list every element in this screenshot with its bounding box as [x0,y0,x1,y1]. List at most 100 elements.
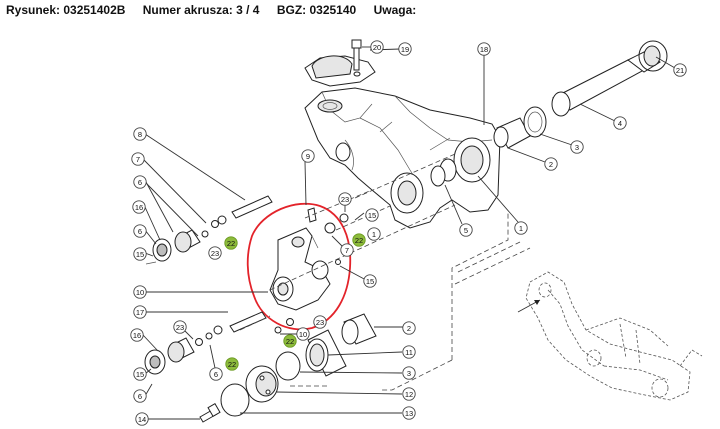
upper-pin [211,195,273,228]
callout-label: 4 [618,119,622,128]
callout-22: 22 [352,233,366,247]
callout-18: 18 [477,42,491,56]
callout-label: 21 [676,66,684,75]
callout-1: 1 [367,227,381,241]
callout-label: 11 [405,348,413,357]
callout-label: 3 [575,143,579,152]
callout-6: 6 [133,175,147,189]
callout-14: 14 [135,412,149,426]
callout-label: 6 [138,227,142,236]
callout-label: 8 [138,130,142,139]
callout-9: 9 [301,149,315,163]
lower-bushings [275,313,377,381]
callout-13: 13 [402,406,416,420]
assembly-lines [239,153,531,391]
callout-label: 15 [366,277,374,286]
callout-label: 15 [368,211,376,220]
callout-label: 22 [228,360,236,369]
lower-pin [213,311,294,335]
callout-label: 20 [373,43,381,52]
callout-label: 7 [136,155,140,164]
callout-15: 15 [365,208,379,222]
callout-label: 12 [405,390,413,399]
callout-5: 5 [459,223,473,237]
callout-label: 6 [138,178,142,187]
callout-label: 10 [136,288,144,297]
callout-label: 10 [299,330,307,339]
note-label: Uwaga: [373,3,417,17]
callout-label: 14 [138,415,146,424]
callout-label: 23 [176,323,184,332]
callout-label: 22 [227,239,235,248]
shaft [551,40,668,117]
callout-19: 19 [398,42,412,56]
callout-label: 22 [355,236,363,245]
callout-10: 10 [296,327,310,341]
callout-15: 15 [133,367,147,381]
lower-nut-stack [144,332,213,375]
end-cover [199,365,279,423]
callout-23: 23 [338,192,352,206]
callout-label: 23 [211,249,219,258]
callout-10: 10 [133,285,147,299]
callout-6: 6 [133,389,147,403]
callout-label: 1 [519,224,523,233]
upper-nut-stack [145,229,209,265]
callout-label: 7 [345,246,349,255]
cap-bolt [351,39,362,71]
callout-label: 17 [136,308,144,317]
callout-22: 22 [224,236,238,250]
callout-23: 23 [208,246,222,260]
callout-2: 2 [402,321,416,335]
callout-label: 23 [341,195,349,204]
drawing-header: Rysunek: 03251402B Numer akrusza: 3 / 4 … [6,3,430,17]
callout-16: 16 [132,200,146,214]
callout-23: 23 [173,320,187,334]
callout-label: 16 [133,331,141,340]
callout-21: 21 [673,63,687,77]
callout-15: 15 [363,274,377,288]
small-pins [324,213,349,265]
callout-7: 7 [340,243,354,257]
upper-bushings [430,106,547,187]
callout-22: 22 [283,334,297,348]
callout-label: 22 [286,337,294,346]
callout-label: 16 [135,203,143,212]
callout-label: 6 [214,370,218,379]
swing-lever [269,207,331,311]
callout-15: 15 [133,247,147,261]
callout-label: 18 [480,45,488,54]
callout-16: 16 [130,328,144,342]
callout-1: 1 [514,221,528,235]
main-housing [304,87,501,229]
callout-8: 8 [133,127,147,141]
callout-7: 7 [131,152,145,166]
callout-label: 9 [306,152,310,161]
callout-label: 2 [407,324,411,333]
overview-inset [517,271,703,401]
callout-22: 22 [225,357,239,371]
callout-6: 6 [209,367,223,381]
callout-label: 3 [407,369,411,378]
bgz-number: BGZ: 0325140 [276,3,357,17]
leader-lines [142,46,676,420]
callout-23: 23 [313,315,327,329]
callout-label: 13 [405,409,413,418]
cap-plate [304,55,376,87]
callout-label: 1 [372,230,376,239]
callout-3: 3 [570,140,584,154]
callout-label: 15 [136,370,144,379]
callout-2: 2 [544,157,558,171]
callout-label: 2 [549,160,553,169]
callout-4: 4 [613,116,627,130]
callout-label: 5 [464,226,468,235]
callout-label: 23 [316,318,324,327]
callout-3: 3 [402,366,416,380]
callout-label: 15 [136,250,144,259]
callout-11: 11 [402,345,416,359]
callout-12: 12 [402,387,416,401]
callout-label: 6 [138,392,142,401]
callout-6: 6 [133,224,147,238]
